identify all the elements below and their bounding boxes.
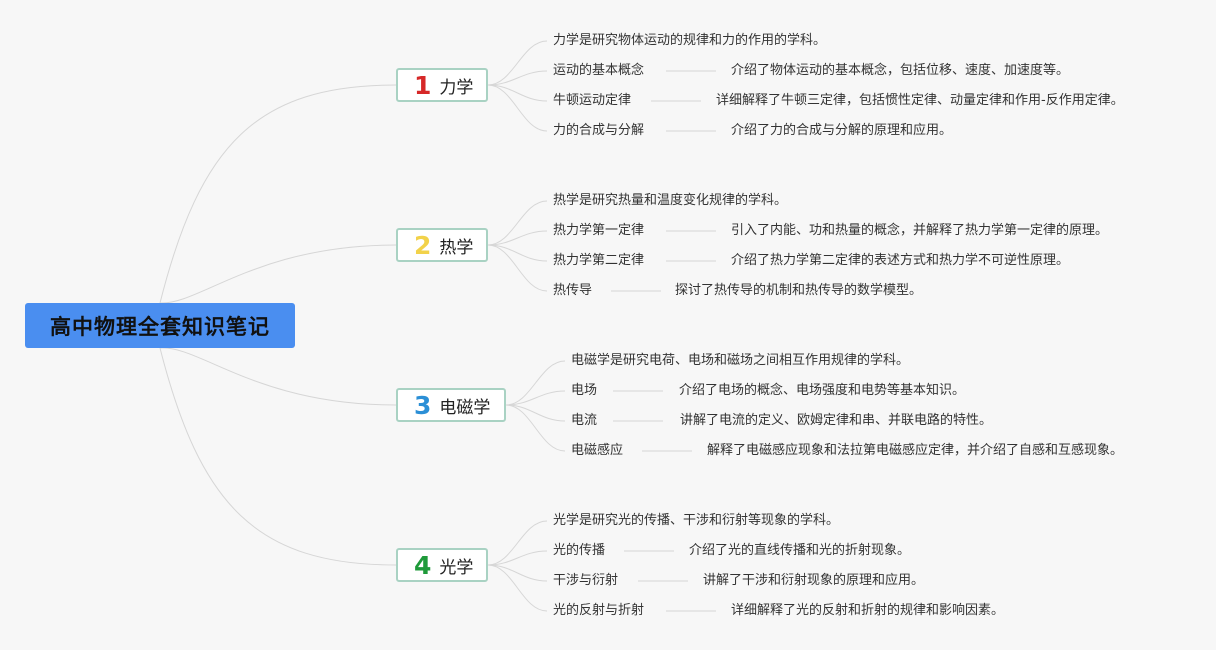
branch-intro-text[interactable]: 电磁学是研究电荷、电场和磁场之间相互作用规律的学科。 — [571, 353, 910, 368]
topic-label[interactable]: 电流 — [571, 413, 598, 428]
branch-child-connector — [505, 404, 566, 452]
branch-child-connector — [487, 244, 548, 262]
branch-child-connector — [487, 520, 548, 566]
topic-label[interactable]: 光的反射与折射 — [553, 603, 645, 618]
root-branch-connector — [159, 84, 397, 304]
topic-label[interactable]: 牛顿运动定律 — [553, 93, 632, 108]
branch-child-connector — [487, 550, 548, 566]
branch-intro-text[interactable]: 光学是研究光的传播、干涉和衍射等现象的学科。 — [553, 513, 840, 528]
branch-child-connector — [505, 360, 566, 406]
topic-label[interactable]: 运动的基本概念 — [553, 63, 645, 78]
root-branch-connector — [159, 347, 397, 566]
topic-label[interactable]: 热力学第一定律 — [553, 223, 645, 238]
branch-node-2[interactable]: 2 热学 — [396, 228, 488, 262]
branch-child-connector — [487, 244, 548, 292]
branch-child-connector — [487, 40, 548, 86]
branch-child-connector — [487, 564, 548, 582]
branch-node-3[interactable]: 3 电磁学 — [396, 388, 506, 422]
topic-detail[interactable]: 解释了电磁感应现象和法拉第电磁感应定律，并介绍了自感和互感现象。 — [707, 443, 1124, 458]
topic-detail[interactable]: 介绍了物体运动的基本概念，包括位移、速度、加速度等。 — [731, 63, 1070, 78]
topic-label[interactable]: 力的合成与分解 — [553, 123, 645, 138]
branch-label: 力学 — [439, 77, 474, 98]
branch-label: 光学 — [439, 557, 474, 578]
branch-number-badge: 1 — [414, 70, 432, 100]
topic-detail[interactable]: 介绍了光的直线传播和光的折射现象。 — [689, 543, 911, 558]
branch-number-badge: 4 — [414, 550, 432, 580]
topic-detail[interactable]: 讲解了电流的定义、欧姆定律和串、并联电路的特性。 — [680, 413, 993, 428]
topic-detail[interactable]: 详细解释了牛顿三定律，包括惯性定律、动量定律和作用-反作用定律。 — [716, 93, 1124, 108]
branch-intro-text[interactable]: 热学是研究热量和温度变化规律的学科。 — [553, 193, 788, 208]
topic-label[interactable]: 光的传播 — [553, 543, 606, 558]
topic-detail[interactable]: 介绍了热力学第二定律的表述方式和热力学不可逆性原理。 — [731, 253, 1070, 268]
branch-child-connector — [487, 84, 548, 132]
branch-child-connector — [487, 230, 548, 246]
branch-node-4[interactable]: 4 光学 — [396, 548, 488, 582]
topic-detail[interactable]: 介绍了力的合成与分解的原理和应用。 — [731, 123, 953, 138]
topic-label[interactable]: 热传导 — [553, 283, 593, 298]
root-branch-connector — [159, 347, 397, 406]
topic-label[interactable]: 热力学第二定律 — [553, 253, 645, 268]
topic-detail[interactable]: 介绍了电场的概念、电场强度和电势等基本知识。 — [679, 383, 966, 398]
branch-child-connector — [505, 390, 566, 406]
topic-label[interactable]: 电磁感应 — [571, 443, 624, 458]
branch-number-badge: 2 — [414, 230, 432, 260]
branch-intro-text[interactable]: 力学是研究物体运动的规律和力的作用的学科。 — [553, 33, 827, 48]
topic-detail[interactable]: 详细解释了光的反射和折射的规律和影响因素。 — [731, 603, 1005, 618]
topic-label[interactable]: 干涉与衍射 — [553, 573, 619, 588]
branch-child-connector — [505, 404, 566, 422]
branch-label: 热学 — [439, 237, 474, 258]
branch-child-connector — [487, 84, 548, 102]
branch-number-badge: 3 — [414, 390, 432, 420]
topic-detail[interactable]: 讲解了干涉和衍射现象的原理和应用。 — [703, 573, 925, 588]
topic-label[interactable]: 电场 — [571, 383, 598, 398]
root-node[interactable]: 高中物理全套知识笔记 — [25, 303, 295, 348]
topic-detail[interactable]: 探讨了热传导的机制和热传导的数学模型。 — [675, 283, 923, 298]
branch-child-connector — [487, 564, 548, 612]
branch-node-1[interactable]: 1 力学 — [396, 68, 488, 102]
branch-child-connector — [487, 200, 548, 246]
topic-detail[interactable]: 引入了内能、功和热量的概念，并解释了热力学第一定律的原理。 — [731, 223, 1109, 238]
branch-child-connector — [487, 70, 548, 86]
branch-label: 电磁学 — [439, 397, 491, 418]
root-branch-connector — [159, 244, 397, 304]
